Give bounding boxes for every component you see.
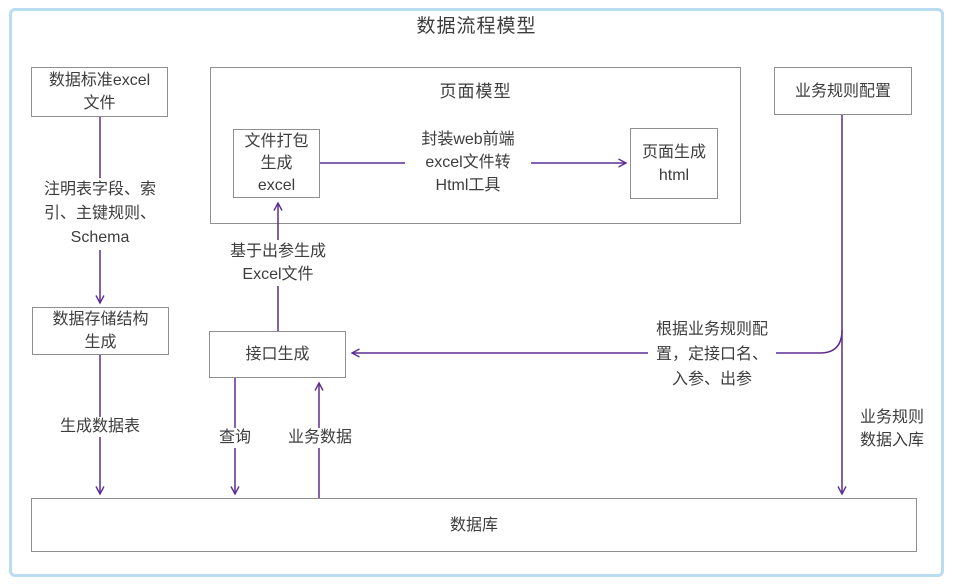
label-generate-data-table: 生成数据表 <box>56 417 144 437</box>
node-business-rule-config: 业务规则配置 <box>774 67 912 115</box>
label-wrap-web-tool: 封装web前端 excel文件转 Html工具 <box>405 128 531 197</box>
node-data-standard-excel-file: 数据标准excel 文件 <box>31 67 168 117</box>
node-file-package-generate-excel: 文件打包 生成 excel <box>233 129 320 198</box>
label-rule-to-interface: 根据业务规则配 置，定接口名、 入参、出参 <box>648 317 776 392</box>
label-query: 查询 <box>215 428 255 448</box>
label-annotate-fields: 注明表字段、索 引、主键规则、 Schema <box>30 178 170 250</box>
node-database: 数据库 <box>31 498 917 552</box>
node-interface-generate: 接口生成 <box>209 331 346 378</box>
node-data-storage-structure-generate: 数据存储结构 生成 <box>32 307 169 355</box>
diagram-title: 数据流程模型 <box>416 16 537 37</box>
page-model-title: 页面模型 <box>439 82 512 101</box>
label-generate-excel-from-output: 基于出参生成 Excel文件 <box>216 240 340 286</box>
label-rule-data-into-db: 业务规则 数据入库 <box>855 406 929 452</box>
label-business-data: 业务数据 <box>284 428 356 448</box>
node-page-generate-html: 页面生成 html <box>630 128 718 199</box>
